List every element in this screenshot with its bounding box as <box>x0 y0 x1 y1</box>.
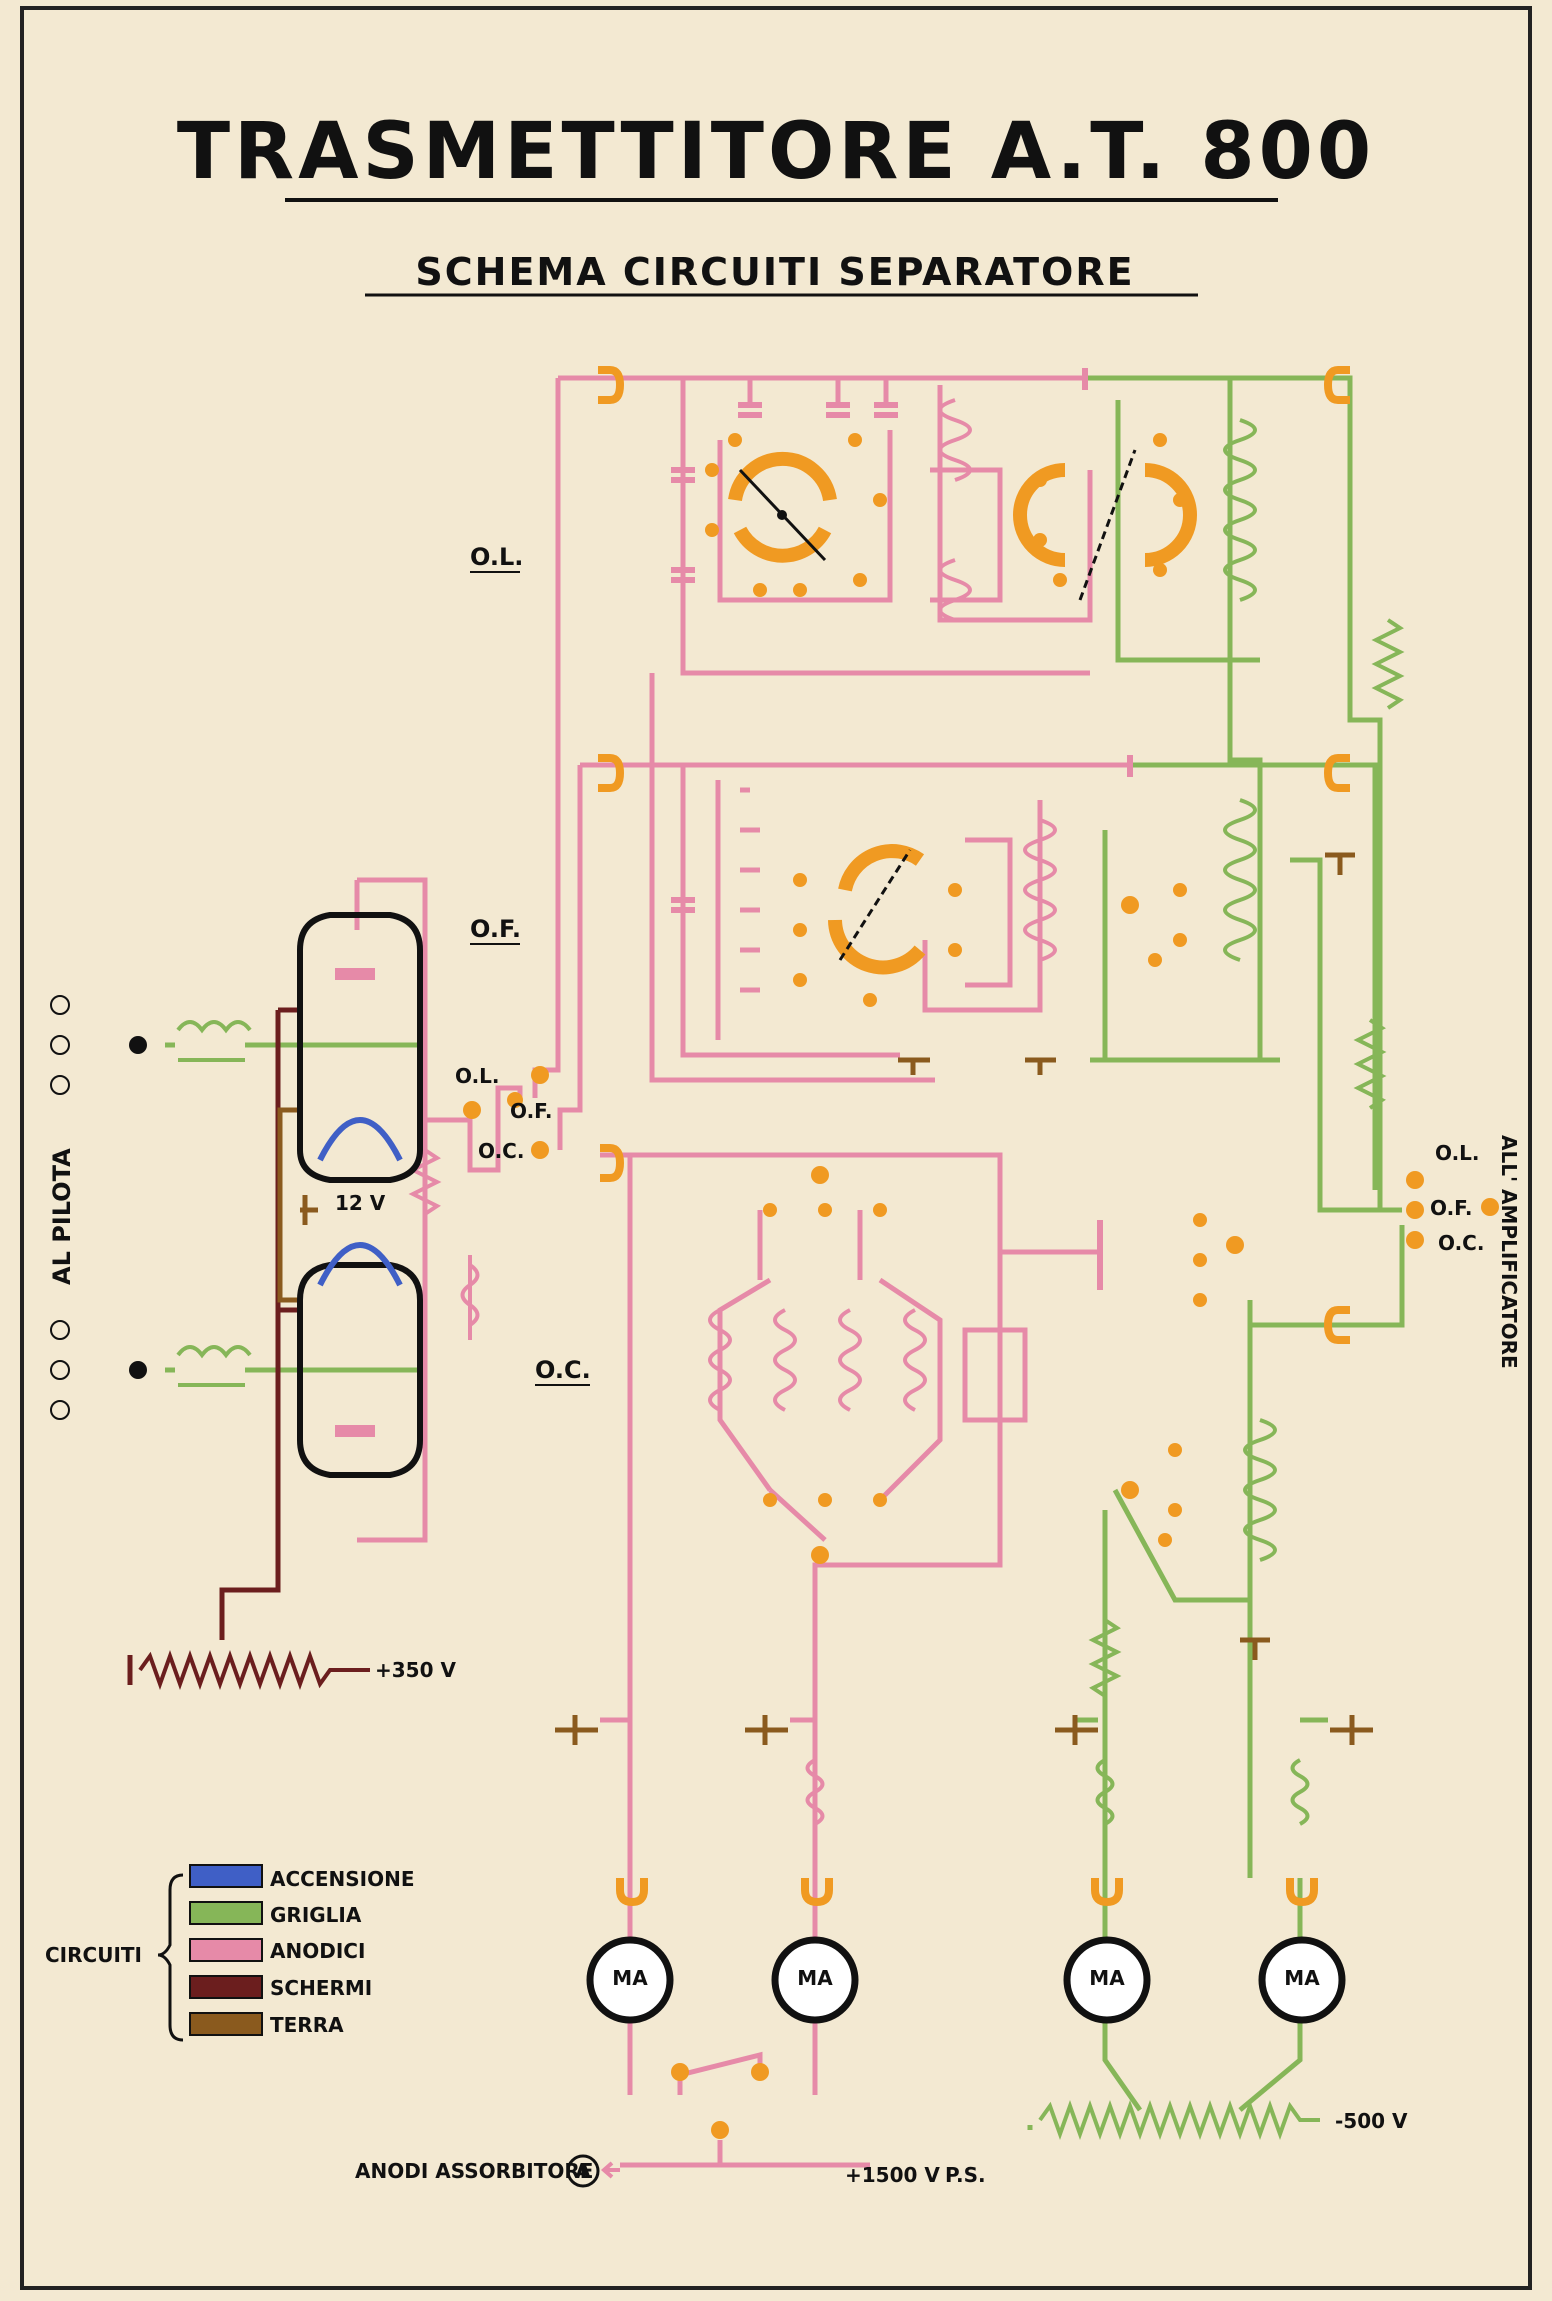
band-label-oc: O.C. <box>535 1356 591 1384</box>
grid-coils <box>176 418 1310 1826</box>
switch-label-oc: O.C. <box>478 1139 524 1163</box>
anodi-assorbitore-label: ANODI ASSORBITORE <box>355 2159 593 2183</box>
band-label-of: O.F. <box>470 915 521 943</box>
legend-swatch-schermi <box>189 1975 263 1999</box>
tube-lower <box>297 1242 423 1478</box>
ground-circuit <box>277 852 1373 1745</box>
legend-label-accensione: ACCENSIONE <box>270 1867 414 1891</box>
legend-swatch-terra <box>189 2012 263 2036</box>
anode-coils <box>708 398 1057 1826</box>
switch-label-ol: O.L. <box>455 1064 500 1088</box>
switch-ol <box>728 451 837 563</box>
svg-text:MA: MA <box>1284 1966 1320 1990</box>
output-label-oc: O.C. <box>1438 1231 1484 1255</box>
legend-swatch-anodici <box>189 1938 263 1962</box>
screen-voltage: +350 V <box>375 1658 456 1682</box>
legend-label-griglia: GRIGLIA <box>270 1903 362 1927</box>
anode-voltage: +1500 V <box>845 2163 940 2187</box>
legend: CIRCUITI ACCENSIONE GRIGLIA ANODICI SCHE… <box>45 1864 414 2042</box>
page-border <box>20 6 1532 2290</box>
contact-points <box>50 433 1499 2139</box>
anode-circuit <box>354 375 1130 2168</box>
output-label-of: O.F. <box>1430 1196 1472 1220</box>
bias-voltage: -500 V <box>1335 2109 1408 2133</box>
legend-label-schermi: SCHERMI <box>270 1976 372 2000</box>
svg-text:MA: MA <box>612 1966 648 1990</box>
heater-voltage: 12 V <box>335 1191 386 1215</box>
page-title: TRASMETTITORE A.T. 800 <box>177 107 1375 197</box>
output-label-ol: O.L. <box>1435 1141 1480 1165</box>
meter-4: MA <box>1258 1936 1346 2024</box>
switch-of <box>828 844 926 975</box>
legend-label-terra: TERRA <box>270 2013 344 2037</box>
resistors <box>138 618 1405 2140</box>
capacitors <box>671 368 1133 1290</box>
all-amplificatore-label: ALL' AMPLIFICATORE <box>1497 1135 1521 1369</box>
meter-2: MA <box>771 1936 859 2024</box>
al-pilota-label: AL PILOTA <box>48 1148 76 1285</box>
meter-1: MA <box>586 1936 674 2024</box>
band-label-ol: O.L. <box>470 543 523 571</box>
meter-3: MA <box>1063 1936 1151 2024</box>
legend-group-label: CIRCUITI <box>45 1943 142 1967</box>
switch-ol-grid <box>1013 449 1197 601</box>
assorbitore-marker-circle <box>566 2154 600 2188</box>
page-subtitle: SCHEMA CIRCUITI SEPARATORE <box>415 250 1134 294</box>
switch-label-of: O.F. <box>510 1099 552 1123</box>
svg-text:MA: MA <box>797 1966 833 1990</box>
legend-label-anodici: ANODICI <box>270 1939 365 1963</box>
assorbitore-marker: A <box>575 2159 591 2183</box>
svg-text:MA: MA <box>1089 1966 1125 1990</box>
anode-voltage-note: P.S. <box>945 2163 986 2187</box>
legend-swatch-griglia <box>189 1901 263 1925</box>
legend-swatch-accensione <box>189 1864 263 1888</box>
connectors <box>598 366 1350 1907</box>
tube-upper <box>297 912 423 1183</box>
